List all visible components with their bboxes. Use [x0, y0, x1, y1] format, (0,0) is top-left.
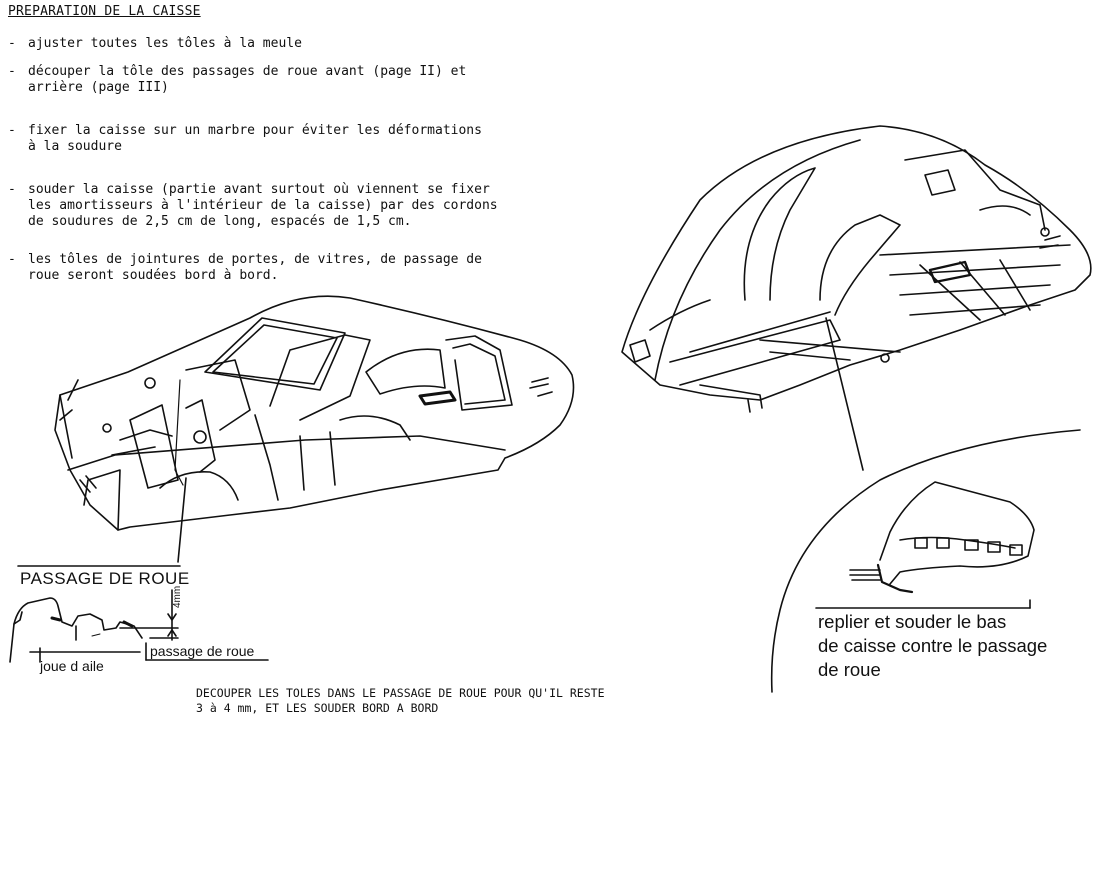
wheel-arch-section-detail	[9, 565, 269, 663]
passage-de-roue-title: PASSAGE DE ROUE	[20, 569, 190, 588]
passage-de-roue-label: passage de roue	[150, 643, 255, 659]
dimension-4mm: 4mm	[172, 586, 183, 608]
step-5-cont: roue seront soudées bord à bord.	[28, 268, 279, 283]
detail-note-line-1: replier et souder le bas	[818, 611, 1006, 632]
magnified-detail-circle	[770, 429, 1081, 693]
step-5: -les tôles de jointures de portes, de vi…	[8, 252, 482, 267]
car-underbody-illustration	[621, 125, 1092, 413]
pointer-line-right	[825, 317, 864, 471]
step-1: -ajuster toutes les tôles à la meule	[8, 36, 302, 51]
step-2: -découper la tôle des passages de roue a…	[8, 64, 467, 79]
detail-note-line-2: de caisse contre le passage	[818, 635, 1047, 656]
step-2-cont: arrière (page III)	[28, 80, 169, 95]
pointer-line-left	[177, 477, 187, 563]
joue-d-aile-label: joue d aile	[39, 658, 104, 674]
figure-caption: DECOUPER LES TOLES DANS LE PASSAGE DE RO…	[196, 686, 605, 715]
step-3-cont: à la soudure	[28, 139, 122, 154]
step-4-cont-1: les amortisseurs à l'intérieur de la cai…	[28, 198, 498, 213]
page-title: PREPARATION DE LA CAISSE	[8, 4, 201, 19]
step-4-cont-2: de soudures de 2,5 cm de long, espacés d…	[28, 214, 412, 229]
step-4: -souder la caisse (partie avant surtout …	[8, 182, 490, 197]
step-3: -fixer la caisse sur un marbre pour évit…	[8, 123, 482, 138]
detail-note-line-3: de roue	[818, 659, 881, 680]
car-body-shell-illustration	[54, 295, 575, 531]
